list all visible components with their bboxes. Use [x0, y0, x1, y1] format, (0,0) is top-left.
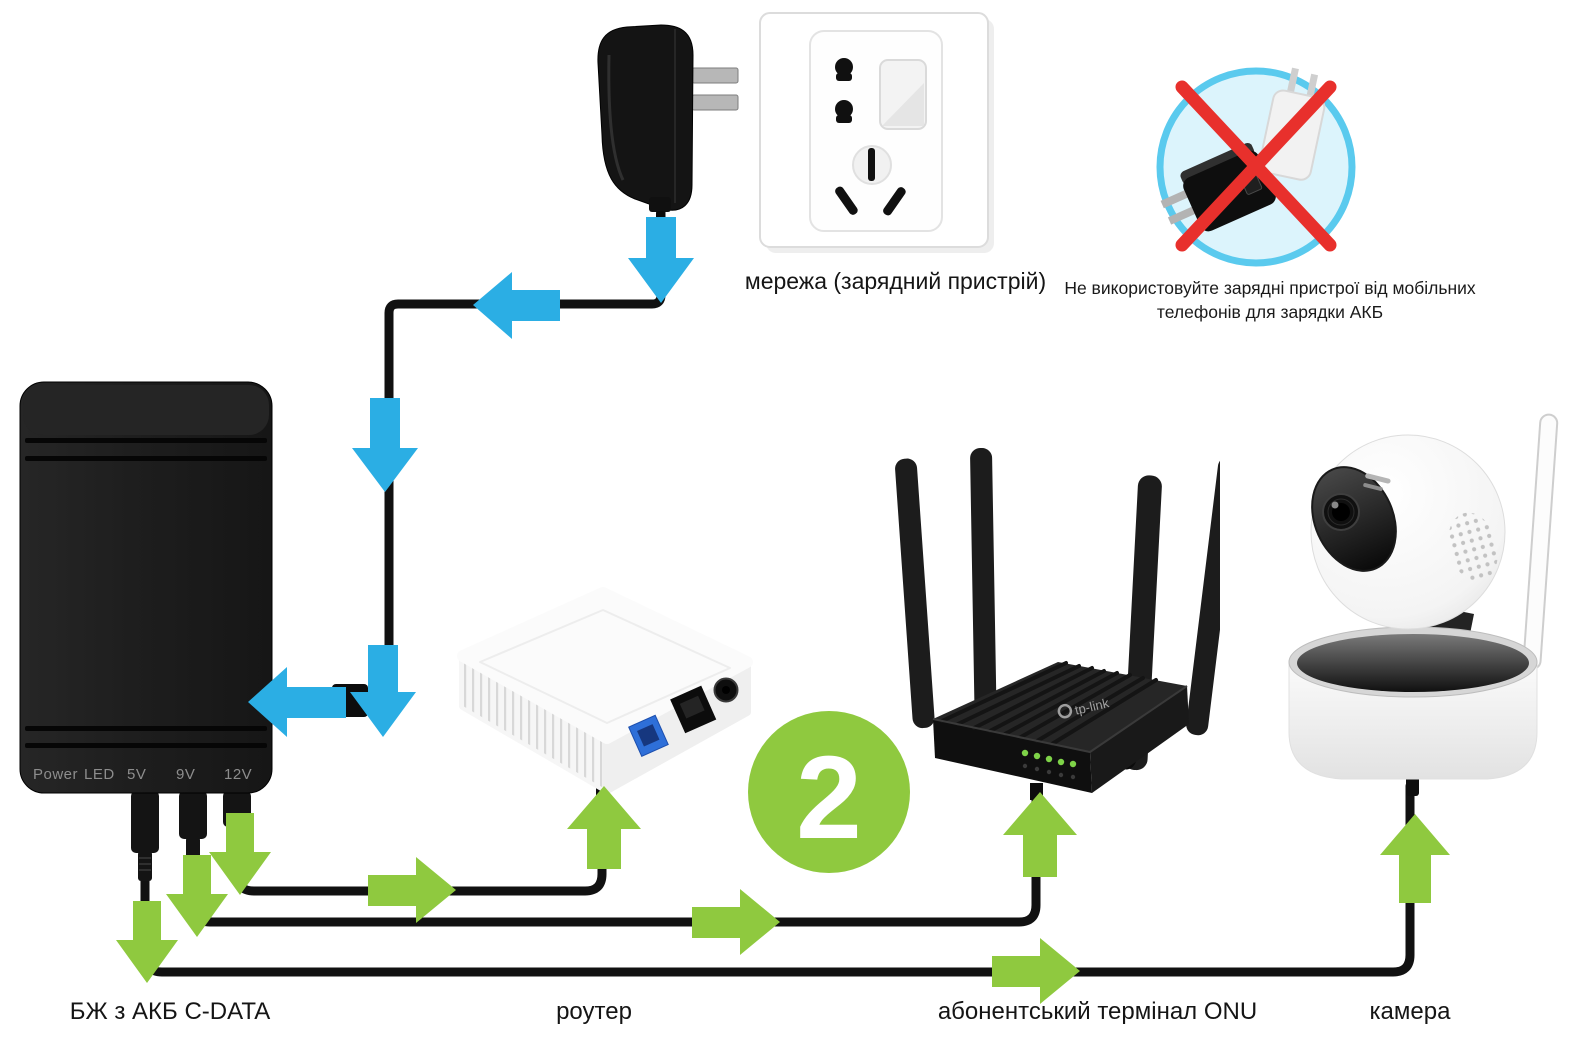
arrow-up-icon: [1003, 792, 1077, 877]
arrow-down-icon: [350, 645, 416, 737]
onu-label: абонентський термінал ONU: [937, 998, 1258, 1025]
vent-grille: [463, 656, 607, 790]
psu-port-12v: 12V: [224, 766, 252, 783]
ethernet-port: [670, 685, 717, 734]
socket-ground-slot: [852, 145, 892, 185]
arrow-left-icon: [248, 667, 346, 737]
psu-port-labels: Power LED 5V 9V 12V: [33, 766, 252, 783]
psu-grooves: [25, 438, 267, 748]
led-icons: [1022, 763, 1076, 780]
arrow-right-icon: [368, 857, 456, 923]
psu-port-9v: 9V: [176, 766, 195, 783]
arrow-right-icon: [692, 889, 780, 955]
warning-line-1: Не використовуйте зарядні пристрої від м…: [1064, 278, 1476, 298]
ip-camera-device: [1288, 413, 1559, 796]
no-phone-charger-icon: [1156, 67, 1356, 267]
step-number: 2: [796, 732, 862, 864]
psu-device: Power LED 5V 9V 12V: [19, 381, 273, 794]
arrow-down-icon: [166, 855, 228, 937]
socket-pin-holes: [835, 58, 853, 123]
psu-port-led: LED: [84, 766, 115, 783]
socket-angled-slots: [835, 186, 906, 216]
arrow-down-icon: [209, 813, 271, 895]
router-device: [457, 587, 753, 796]
arrow-down-icon: [628, 217, 694, 303]
psu-port-power: Power: [33, 766, 78, 783]
arrow-down-icon: [116, 901, 178, 983]
arrow-down-icon: [352, 398, 418, 492]
wall-socket: [759, 12, 994, 253]
dc-jack: [713, 677, 739, 703]
power-adapter: [597, 24, 739, 222]
camera-sensor-strip: [1363, 473, 1391, 491]
camera-lens: [1322, 493, 1360, 531]
arrow-up-icon: [1380, 814, 1450, 903]
status-leds: [1021, 749, 1077, 768]
fiber-port: [628, 714, 669, 757]
arrow-right-icon: [992, 938, 1080, 1004]
arrow-left-icon: [473, 272, 560, 339]
psu-label: БЖ з АКБ C-DATA: [69, 998, 271, 1025]
socket-switch: [879, 59, 927, 130]
warning-line-2: телефонів для зарядки АКБ: [1156, 302, 1384, 322]
step-badge: 2: [748, 711, 910, 873]
warning-text: Не використовуйте зарядні пристрої від м…: [1056, 276, 1484, 324]
step-badge-circle: [748, 711, 910, 873]
router-label: роутер: [556, 998, 632, 1025]
speaker-grille: [1448, 512, 1498, 582]
top-ridges: [940, 661, 1158, 746]
arrow-up-icon: [567, 786, 641, 869]
red-cross-icon: [1175, 80, 1337, 252]
socket-label: мережа (зарядний пристрій): [744, 268, 1047, 294]
wifi-router-device: tp-link: [895, 448, 1220, 800]
psu-port-5v: 5V: [127, 766, 146, 783]
camera-label: камера: [1369, 998, 1451, 1025]
